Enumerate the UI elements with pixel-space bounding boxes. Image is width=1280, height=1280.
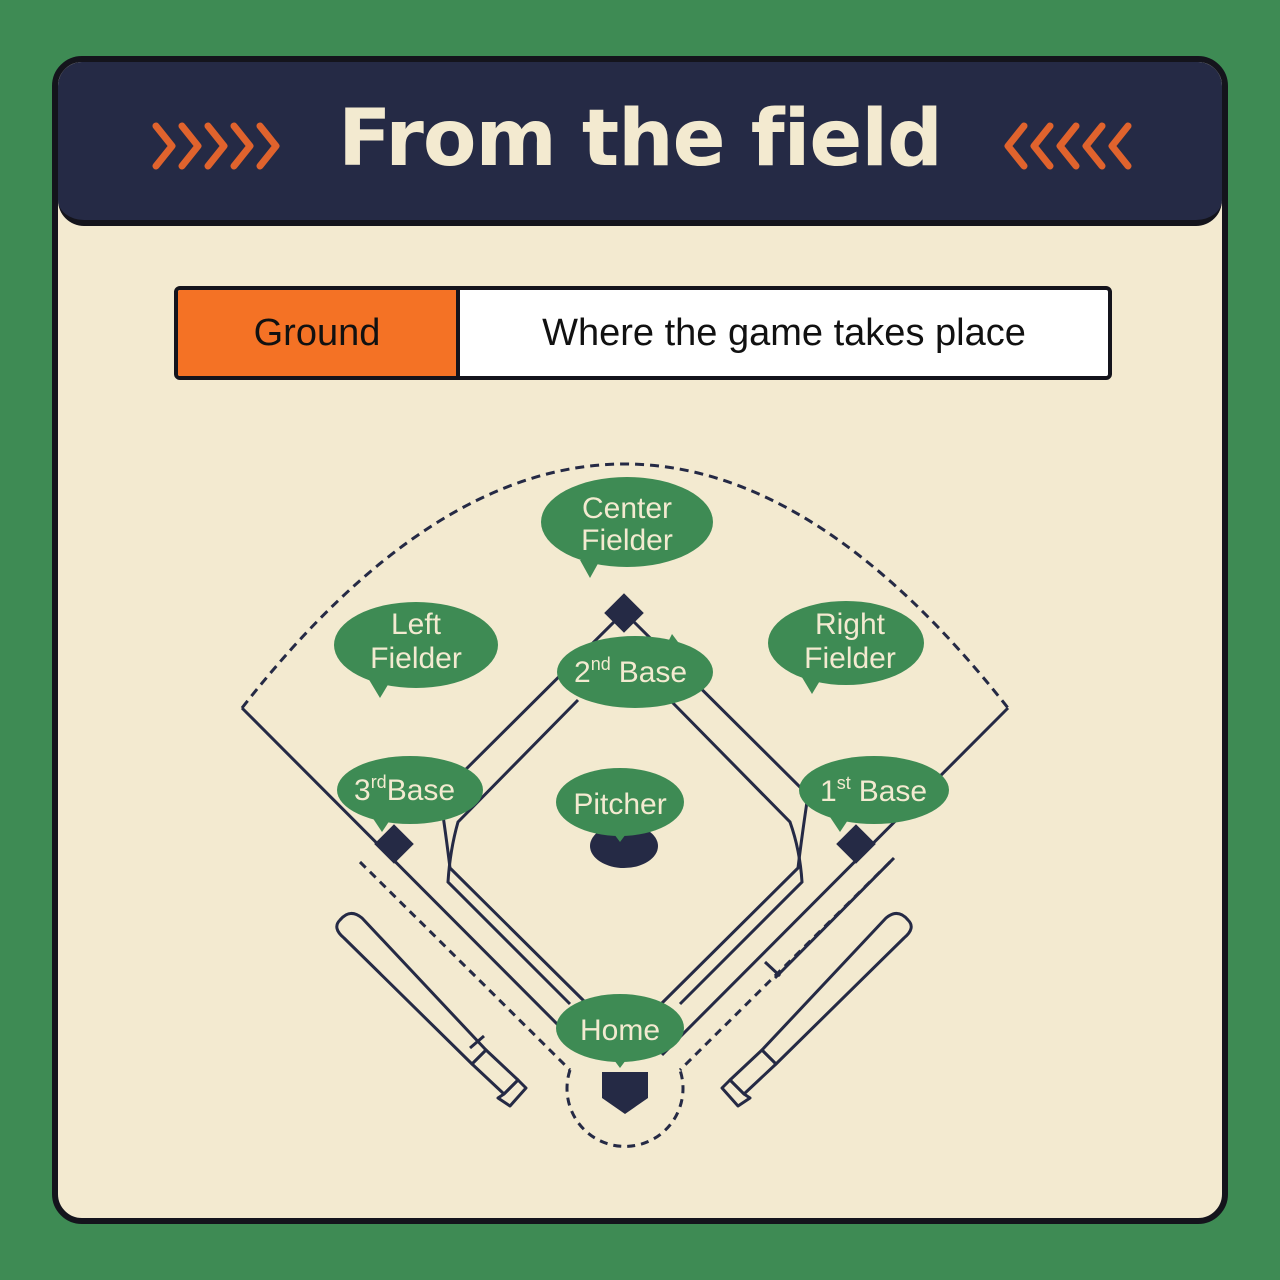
first-base-num: 1 [820, 775, 837, 808]
bubble-second-base: 2nd Base [557, 634, 713, 708]
first-base-fence-tick [763, 960, 782, 978]
second-base-marker [604, 593, 644, 633]
third-base-num: 3 [354, 774, 371, 807]
third-base-word: Base [387, 774, 455, 807]
label-left-fielder-line2: Fielder [370, 642, 462, 675]
third-base-marker [374, 824, 414, 864]
left-foul-line [240, 706, 590, 1057]
second-base-sup: nd [591, 654, 611, 674]
infield-inner [446, 698, 580, 1006]
home-plate-marker [602, 1072, 648, 1114]
third-base-sup: rd [371, 772, 387, 792]
label-right-fielder-line1: Right [815, 608, 886, 641]
label-third-base: 3rdBase [354, 772, 455, 807]
first-base-fence [773, 856, 896, 980]
label-center-fielder-line2: Fielder [581, 524, 673, 557]
infield-inner-right [668, 698, 804, 1006]
bat-right-icon [720, 912, 913, 1108]
bubble-third-base: 3rdBase [337, 756, 483, 832]
bubble-left-fielder: Left Fielder [334, 602, 498, 698]
header-banner: From the field [58, 62, 1222, 226]
second-base-num: 2 [574, 656, 591, 689]
first-base-marker [836, 824, 876, 864]
bubble-pitcher: Pitcher [556, 768, 684, 842]
label-second-base: 2nd Base [574, 654, 687, 689]
third-base-coach-line [358, 860, 572, 1072]
label-first-base: 1st Base [820, 773, 927, 808]
bubble-first-base: 1st Base [799, 756, 949, 832]
double-chevron-left-icon [1004, 122, 1132, 170]
label-center-fielder-line1: Center [582, 492, 672, 525]
bat-left-icon [335, 912, 528, 1108]
first-base-word: Base [859, 775, 927, 808]
label-left-fielder-line1: Left [391, 608, 442, 641]
bubble-center-fielder: Center Fielder [541, 477, 713, 578]
page-title: From the field [338, 94, 943, 184]
home-circle [565, 1069, 685, 1148]
outfield-fence [240, 462, 1010, 709]
first-base-sup: st [837, 773, 851, 793]
label-right-fielder-line2: Fielder [804, 642, 896, 675]
term-label: Ground [178, 290, 460, 376]
right-foul-line [660, 706, 1010, 1057]
bubble-home: Home [556, 994, 684, 1068]
label-home: Home [580, 1014, 660, 1047]
label-pitcher: Pitcher [573, 788, 666, 821]
term-description: Where the game takes place [542, 311, 1026, 354]
term-definition-box: Ground Where the game takes place [174, 286, 1112, 380]
bubble-right-fielder: Right Fielder [768, 601, 924, 694]
second-base-word: Base [619, 656, 687, 689]
double-chevron-right-icon [152, 122, 280, 170]
